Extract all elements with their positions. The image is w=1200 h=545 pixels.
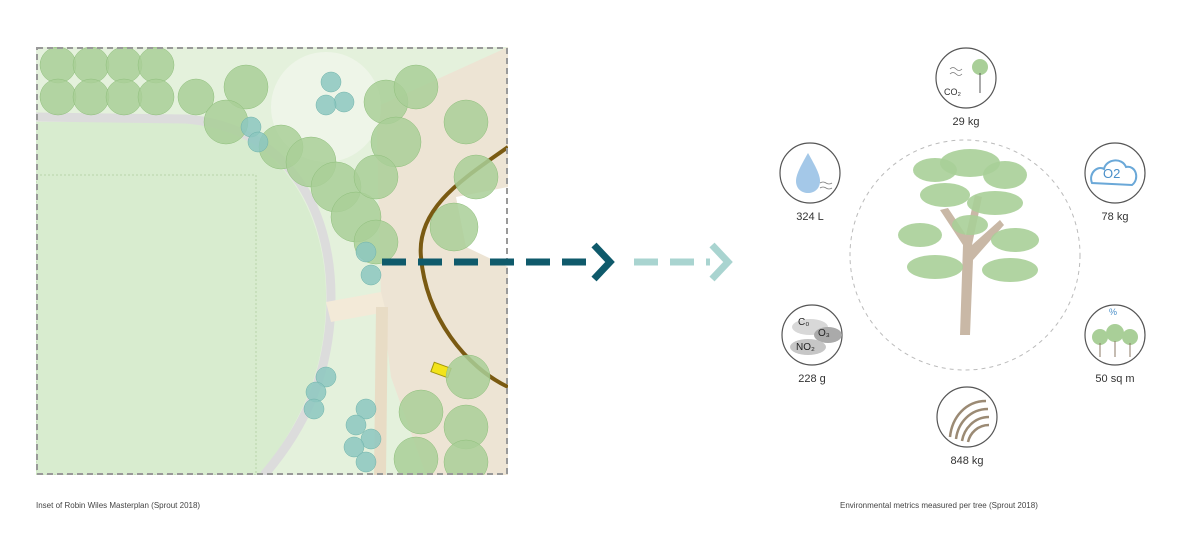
water-drop-icon: [779, 142, 841, 204]
pollutants-value: 228 g: [798, 373, 826, 385]
vertical-path: [374, 307, 388, 475]
masterplan-map-svg: [36, 47, 508, 475]
o2-value: 78 kg: [1101, 211, 1129, 223]
wood-rings-icon: [936, 386, 998, 448]
cross-path: [326, 292, 386, 322]
co2-icon-text: CO₂: [944, 87, 961, 97]
canopy-value: 50 sq m: [1095, 373, 1135, 385]
left-caption: Inset of Robin Wiles Masterplan (Sprout …: [36, 501, 201, 510]
tree-metrics-svg: [779, 47, 1146, 448]
sports-field: [36, 122, 326, 475]
flow-arrows: [380, 235, 740, 290]
water-value: 324 L: [796, 211, 824, 223]
pollutant-no2-text: NO₂: [796, 342, 815, 353]
canopy-icon-text: %: [1109, 307, 1118, 317]
right-caption: Environmental metrics measured per tree …: [840, 501, 1038, 510]
co2-value: 29 kg: [952, 116, 980, 128]
teal-tree-canopies: [240, 71, 382, 473]
o2-icon-text: O2: [1103, 166, 1121, 181]
pollutants-icon: [781, 304, 843, 366]
light-arrow-head: [709, 242, 733, 282]
field-marking: [36, 174, 257, 475]
tree-metrics-diagram: CO₂ O2 % C₀ O₃ NO₂ 29 kg 78 kg 50 sq m 8…: [770, 45, 1160, 485]
tree-canopies: [39, 47, 499, 475]
central-tree-icon: [898, 149, 1039, 335]
light-patch: [456, 187, 508, 267]
wood-value: 848 kg: [950, 455, 984, 467]
masterplan-map: [36, 47, 508, 475]
co2-icon: [935, 47, 997, 109]
o2-icon: [1084, 142, 1146, 204]
dark-arrow-head: [591, 242, 615, 282]
metrics-ring: [849, 139, 1081, 371]
pollutant-o3-text: O₃: [818, 328, 830, 339]
flow-arrows-svg: [382, 242, 733, 282]
canopy-area-icon: [1084, 304, 1146, 366]
pollutant-co-text: C₀: [798, 317, 810, 328]
